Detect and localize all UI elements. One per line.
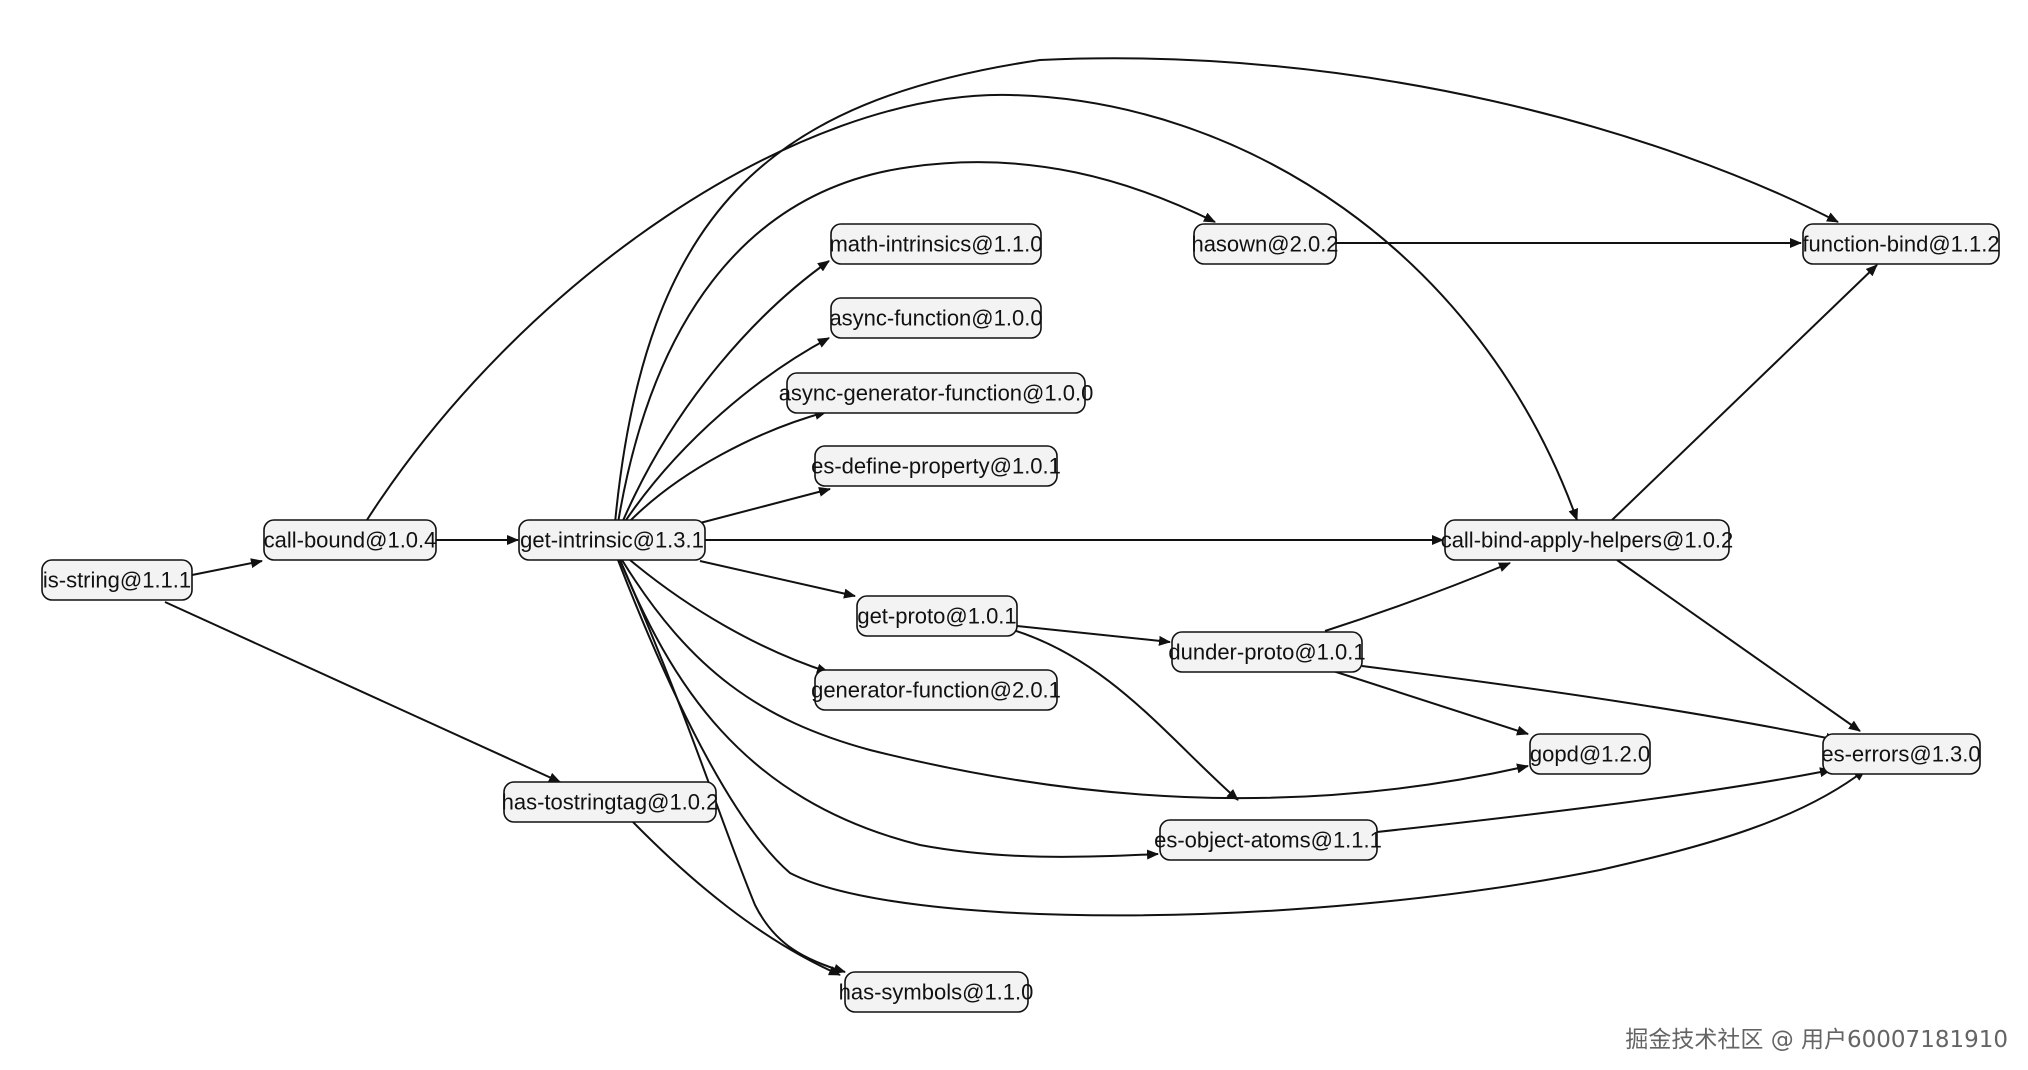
node-label: async-generator-function@1.0.0 — [779, 381, 1094, 406]
edge-get-proto-to-es-object-atoms — [1012, 629, 1239, 801]
node-label: function-bind@1.1.2 — [1802, 232, 1999, 257]
node-label: math-intrinsics@1.1.0 — [829, 232, 1042, 257]
edges — [164, 57, 1878, 976]
edge-dunder-proto-to-call-bind-apply-helpers — [1324, 562, 1511, 632]
node-es-errors[interactable]: es-errors@1.3.0 — [1821, 733, 1981, 775]
nodes: is-string@1.1.1 call-bound@1.0.4 get-int… — [41, 223, 2000, 1013]
node-label: es-define-property@1.0.1 — [811, 454, 1061, 479]
edge-call-bind-apply-helpers-to-function-bind — [1610, 264, 1878, 522]
node-function-bind[interactable]: function-bind@1.1.2 — [1802, 223, 2000, 265]
edge-get-intrinsic-to-async-generator-function — [627, 410, 827, 524]
node-label: call-bind-apply-helpers@1.0.2 — [1441, 528, 1734, 553]
node-hasown[interactable]: hasown@2.0.2 — [1191, 223, 1339, 265]
node-label: get-intrinsic@1.3.1 — [520, 528, 704, 553]
node-has-symbols[interactable]: has-symbols@1.1.0 — [839, 971, 1034, 1013]
node-async-function[interactable]: async-function@1.0.0 — [829, 297, 1043, 339]
node-label: es-errors@1.3.0 — [1821, 742, 1980, 767]
node-call-bound[interactable]: call-bound@1.0.4 — [263, 519, 437, 561]
edge-call-bind-apply-helpers-to-es-errors — [1616, 559, 1861, 732]
node-label: gopd@1.2.0 — [1530, 742, 1650, 767]
node-label: es-object-atoms@1.1.1 — [1154, 828, 1382, 853]
edge-get-intrinsic-to-es-errors — [617, 559, 1866, 917]
node-label: is-string@1.1.1 — [43, 568, 191, 593]
edge-dunder-proto-to-gopd — [1329, 669, 1529, 736]
edge-get-intrinsic-to-has-symbols — [619, 559, 846, 974]
edge-is-string-to-call-bound — [191, 558, 263, 576]
edge-get-intrinsic-to-function-bind — [614, 57, 1839, 524]
node-math-intrinsics[interactable]: math-intrinsics@1.1.0 — [829, 223, 1043, 265]
node-get-proto[interactable]: get-proto@1.0.1 — [856, 595, 1018, 637]
node-is-string[interactable]: is-string@1.1.1 — [41, 559, 193, 601]
node-label: hasown@2.0.2 — [1191, 232, 1338, 257]
node-label: dunder-proto@1.0.1 — [1168, 640, 1365, 665]
node-es-object-atoms[interactable]: es-object-atoms@1.1.1 — [1154, 819, 1382, 861]
node-es-define-property[interactable]: es-define-property@1.0.1 — [811, 445, 1061, 487]
node-label: generator-function@2.0.1 — [811, 678, 1061, 703]
edge-get-intrinsic-to-get-proto — [699, 560, 856, 599]
node-generator-function[interactable]: generator-function@2.0.1 — [811, 669, 1061, 711]
node-label: has-symbols@1.1.0 — [839, 980, 1034, 1005]
edge-get-intrinsic-to-async-function — [623, 337, 830, 524]
node-label: get-proto@1.0.1 — [857, 604, 1016, 629]
edge-call-bound-to-call-bind-apply-helpers — [364, 93, 1578, 524]
edge-has-tostringtag-to-has-symbols — [632, 821, 841, 976]
node-has-tostringtag[interactable]: has-tostringtag@1.0.2 — [502, 781, 719, 823]
edge-get-intrinsic-to-es-object-atoms — [619, 559, 1159, 860]
edge-get-proto-to-dunder-proto — [1016, 625, 1171, 646]
edge-get-intrinsic-to-es-define-property — [699, 486, 831, 524]
edge-get-intrinsic-to-gopd — [621, 559, 1529, 800]
node-async-generator-function[interactable]: async-generator-function@1.0.0 — [779, 372, 1094, 414]
watermark: 掘金技术社区 @ 用户60007181910 — [1625, 1027, 2008, 1053]
node-dunder-proto[interactable]: dunder-proto@1.0.1 — [1168, 631, 1366, 673]
edge-get-intrinsic-to-math-intrinsics — [621, 260, 830, 524]
node-get-intrinsic[interactable]: get-intrinsic@1.3.1 — [518, 519, 706, 561]
edge-is-string-to-has-tostringtag — [164, 601, 561, 783]
node-label: async-function@1.0.0 — [829, 306, 1042, 331]
node-gopd[interactable]: gopd@1.2.0 — [1529, 733, 1651, 775]
node-label: has-tostringtag@1.0.2 — [502, 790, 719, 815]
edge-es-object-atoms-to-es-errors — [1376, 767, 1832, 833]
node-label: call-bound@1.0.4 — [264, 528, 437, 553]
node-call-bind-apply-helpers[interactable]: call-bind-apply-helpers@1.0.2 — [1441, 519, 1734, 561]
edge-dunder-proto-to-es-errors — [1361, 665, 1838, 743]
edge-get-intrinsic-to-hasown — [617, 161, 1216, 524]
edge-get-intrinsic-to-generator-function — [629, 559, 829, 674]
